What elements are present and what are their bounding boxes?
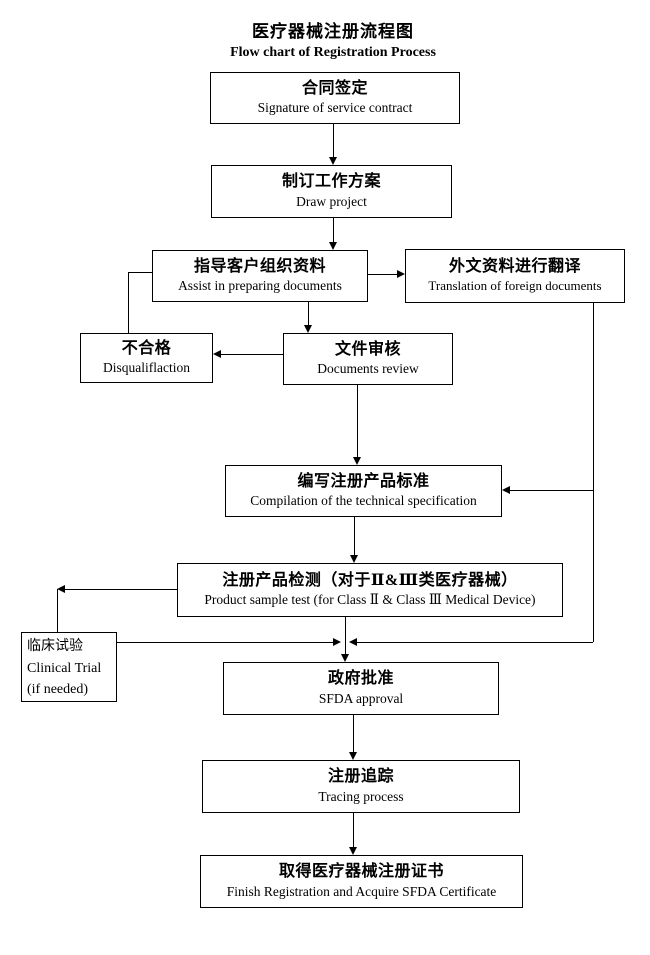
node-technical-specification: 编写注册产品标准 Compilation of the technical sp…: [225, 465, 502, 517]
connector-trunk-to-junction: [357, 642, 593, 643]
connector-specification-to-sample-test: [354, 517, 355, 556]
arrowhead-project-to-prepare: [329, 242, 337, 250]
node-contract-signature: 合同签定 Signature of service contract: [210, 72, 460, 124]
connector-clinical-to-junction: [117, 642, 333, 643]
arrowhead-translation-to-specification: [502, 486, 510, 494]
node-approval-label-zh: 政府批准: [327, 670, 394, 688]
node-specification-label-en: Compilation of the technical specificati…: [250, 493, 477, 509]
node-tracing-label-zh: 注册追踪: [327, 768, 394, 786]
arrowhead-sample-test-to-approval: [341, 654, 349, 662]
node-tracing-process: 注册追踪 Tracing process: [202, 760, 520, 813]
arrowhead-contract-to-project: [329, 157, 337, 165]
node-disqualification: 不合格 Disqualiflaction: [80, 333, 213, 383]
connector-contract-to-project: [333, 123, 334, 158]
arrowhead-review-to-disqualification: [213, 350, 221, 358]
node-contract-label-zh: 合同签定: [301, 79, 368, 97]
node-review-label-en: Documents review: [317, 361, 419, 377]
node-project-label-zh: 制订工作方案: [281, 173, 381, 191]
connector-approval-to-tracing: [353, 715, 354, 753]
node-specification-label-zh: 编写注册产品标准: [297, 472, 430, 490]
connector-translation-to-specification: [510, 490, 593, 491]
node-product-sample-test: 注册产品检测（对于Ⅱ&Ⅲ类医疗器械） Product sample test (…: [177, 563, 563, 617]
arrowhead-trunk-to-junction: [349, 638, 357, 646]
connector-loop-prepare-vertical: [128, 272, 129, 333]
node-prepare-label-zh: 指导客户组织资料: [193, 257, 326, 275]
connector-project-to-prepare: [333, 218, 334, 243]
arrowhead-prepare-to-translation: [397, 270, 405, 278]
node-disqualification-label-en: Disqualiflaction: [103, 360, 190, 376]
arrowhead-approval-to-tracing: [349, 752, 357, 760]
node-clinical-label-zh: 临床试验: [27, 639, 83, 654]
node-certificate-label-zh: 取得医疗器械注册证书: [278, 863, 444, 881]
connector-sample-test-to-approval: [345, 617, 346, 655]
connector-review-to-specification: [357, 385, 358, 458]
node-contract-label-en: Signature of service contract: [257, 100, 413, 116]
node-project-label-en: Draw project: [296, 193, 367, 209]
node-clinical-trial: 临床试验 Clinical Trial (if needed): [21, 632, 117, 702]
arrowhead-tracing-to-certificate: [349, 847, 357, 855]
node-documents-review: 文件审核 Documents review: [283, 333, 453, 385]
node-translation: 外文资料进行翻译 Translation of foreign document…: [405, 249, 625, 303]
node-clinical-label-note: (if needed): [27, 682, 89, 698]
connector-translation-trunk: [593, 303, 594, 642]
connector-prepare-to-translation: [368, 274, 398, 275]
chart-title-zh: 医疗器械注册流程图: [252, 22, 414, 41]
arrowhead-prepare-to-review: [304, 325, 312, 333]
connector-review-to-disqualification: [221, 354, 283, 355]
node-approval-label-en: SFDA approval: [318, 690, 404, 706]
connector-loop-prepare-horizontal: [128, 272, 152, 273]
node-tracing-label-en: Tracing process: [318, 788, 404, 804]
node-sample-test-label-zh: 注册产品检测（对于Ⅱ&Ⅲ类医疗器械）: [222, 571, 518, 589]
arrowhead-review-to-specification: [353, 457, 361, 465]
node-prepare-documents: 指导客户组织资料 Assist in preparing documents: [152, 250, 368, 302]
node-review-label-zh: 文件审核: [334, 340, 401, 358]
arrowhead-sample-test-to-clinical: [57, 585, 65, 593]
node-translation-label-zh: 外文资料进行翻译: [448, 258, 581, 275]
connector-tracing-to-certificate: [353, 813, 354, 848]
node-sample-test-label-en: Product sample test (for Class Ⅱ & Class…: [204, 592, 536, 608]
chart-title-en: Flow chart of Registration Process: [230, 45, 436, 61]
node-acquire-certificate: 取得医疗器械注册证书 Finish Registration and Acqui…: [200, 855, 523, 908]
node-prepare-label-en: Assist in preparing documents: [178, 278, 342, 294]
connector-prepare-to-review: [308, 302, 309, 326]
chart-title-block: 医疗器械注册流程图 Flow chart of Registration Pro…: [8, 22, 650, 63]
arrowhead-clinical-to-junction: [333, 638, 341, 646]
node-clinical-label-en: Clinical Trial: [27, 660, 102, 676]
node-certificate-label-en: Finish Registration and Acquire SFDA Cer…: [226, 883, 497, 899]
connector-clinical-drop: [57, 589, 58, 632]
connector-sample-test-to-clinical: [65, 589, 177, 590]
node-draw-project: 制订工作方案 Draw project: [211, 165, 452, 218]
node-disqualification-label-zh: 不合格: [121, 339, 172, 357]
node-sfda-approval: 政府批准 SFDA approval: [223, 662, 499, 715]
node-translation-label-en: Translation of foreign documents: [428, 278, 602, 294]
arrowhead-specification-to-sample-test: [350, 555, 358, 563]
